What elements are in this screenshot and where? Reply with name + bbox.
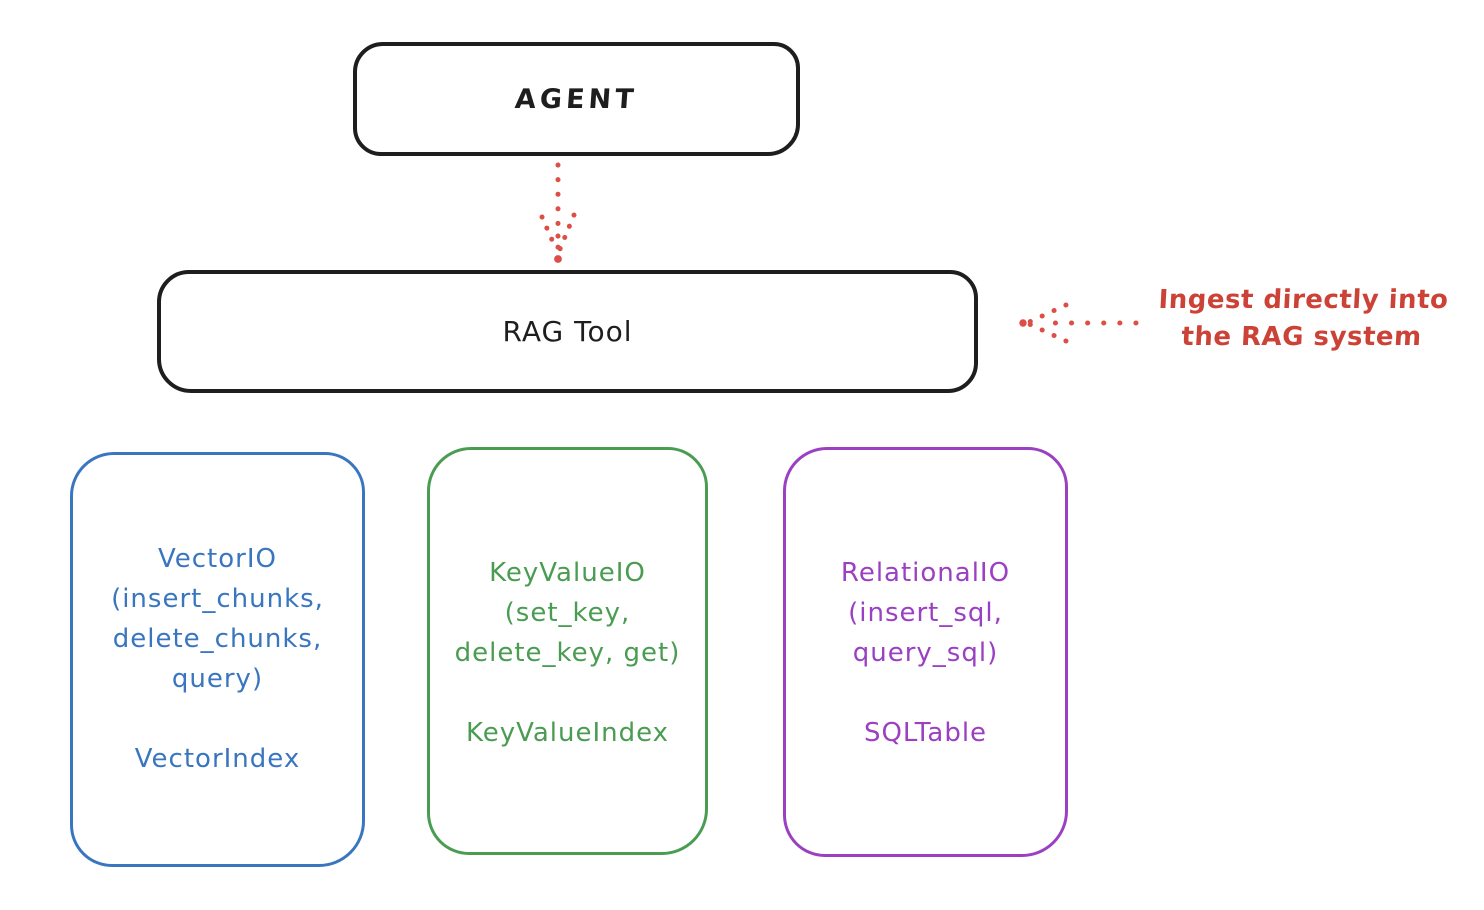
- io-class-name: VectorIO: [158, 544, 277, 574]
- io-method-line: (set_key,: [504, 598, 631, 628]
- annotation-text: Ingest directly into the RAG system: [1128, 282, 1477, 356]
- sql-table-label: SQLTable: [863, 718, 988, 748]
- io-class-name: RelationalIO: [840, 558, 1011, 588]
- relational-io-node: RelationalIO (insert_sql, query_sql) SQL…: [783, 447, 1068, 857]
- rag-tool-label: RAG Tool: [502, 315, 633, 348]
- annotation-arrow: [1019, 302, 1139, 344]
- keyvalue-io-signature: KeyValueIO (set_key, delete_key, get): [430, 450, 705, 673]
- relational-io-signature: RelationalIO (insert_sql, query_sql): [786, 450, 1065, 673]
- agent-label: AGENT: [514, 83, 639, 115]
- io-method-line: query_sql): [852, 638, 999, 668]
- agent-to-rag-arrow: [539, 162, 577, 263]
- vector-io-signature: VectorIO (insert_chunks, delete_chunks, …: [73, 455, 362, 699]
- agent-node: AGENT: [353, 42, 800, 156]
- annotation-line-2: the RAG system: [1180, 322, 1423, 352]
- keyvalue-index-label: KeyValueIndex: [465, 718, 670, 748]
- keyvalue-io-node: KeyValueIO (set_key, delete_key, get) Ke…: [427, 447, 708, 855]
- io-class-name: KeyValueIO: [489, 558, 646, 588]
- io-method-line: query): [171, 664, 264, 694]
- io-method-line: (insert_sql,: [848, 598, 1003, 628]
- vector-io-node: VectorIO (insert_chunks, delete_chunks, …: [70, 452, 365, 867]
- io-method-line: delete_chunks,: [112, 624, 323, 654]
- vector-index-label: VectorIndex: [134, 744, 301, 774]
- io-method-line: delete_key, get): [454, 638, 681, 668]
- io-method-line: (insert_chunks,: [111, 584, 324, 614]
- annotation-line-1: Ingest directly into: [1157, 285, 1450, 315]
- rag-tool-node: RAG Tool: [157, 270, 978, 393]
